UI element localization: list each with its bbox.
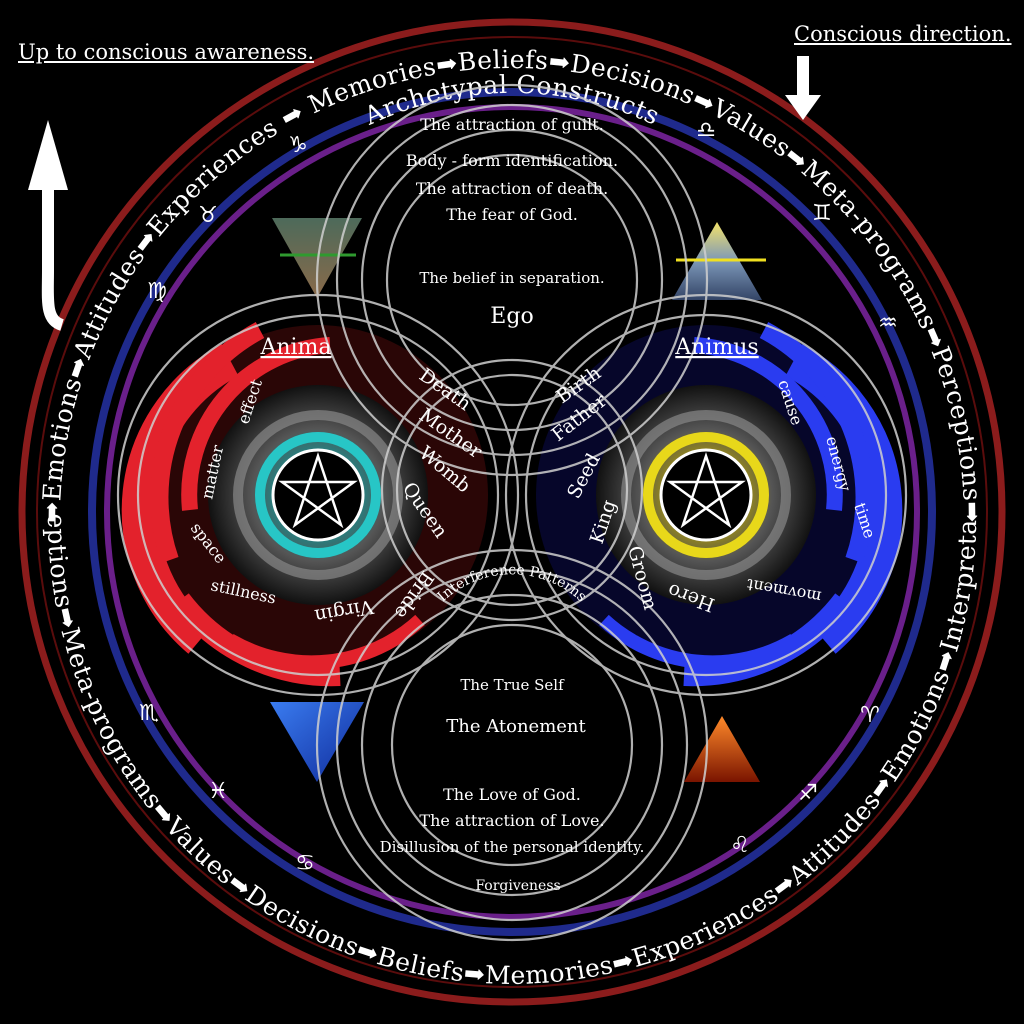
atonement-line: Disillusion of the personal identity. bbox=[380, 838, 645, 856]
zodiac-glyph: ♌ bbox=[730, 833, 750, 858]
zodiac-glyph: ♈ bbox=[860, 703, 880, 728]
zodiac-glyph: ♍ bbox=[147, 279, 167, 304]
outer-red-ring bbox=[18, 18, 1006, 1006]
ego-line: The attraction of guilt. bbox=[420, 115, 604, 134]
atonement-line: The attraction of Love. bbox=[419, 811, 604, 830]
zodiac-glyph: ♓ bbox=[208, 779, 228, 804]
zodiac-glyphs: ♍ ♉ ♑ ♒ ♊ ♓ ♏ ♋ ♌ ♐ ♈ ♎ bbox=[139, 118, 898, 876]
atonement-title: The Atonement bbox=[446, 716, 586, 737]
zodiac-glyph: ♏ bbox=[139, 701, 159, 726]
anima-title: Anima bbox=[259, 335, 331, 360]
ego-line: The fear of God. bbox=[446, 205, 578, 224]
animus-title: Animus bbox=[674, 335, 758, 360]
forgiveness-label: Forgiveness bbox=[475, 878, 560, 894]
zodiac-glyph: ♊ bbox=[812, 201, 832, 226]
zodiac-glyph: ♒ bbox=[878, 311, 898, 336]
conscious-direction-label: Conscious direction. bbox=[794, 22, 1012, 46]
zodiac-glyph: ♑ bbox=[288, 133, 308, 158]
pentagram-icon bbox=[666, 452, 746, 529]
up-arrow-icon bbox=[28, 120, 68, 331]
fire-triangle-icon bbox=[684, 716, 760, 782]
zodiac-glyph: ♎ bbox=[696, 118, 716, 143]
anima-spiral bbox=[121, 322, 488, 687]
ego-line: Body - form identification. bbox=[406, 151, 618, 170]
down-arrow-icon bbox=[785, 56, 821, 120]
zodiac-glyph: ♐ bbox=[798, 781, 818, 806]
zodiac-glyph: ♉ bbox=[198, 203, 218, 228]
atonement-section: The True Self The Atonement The Love of … bbox=[380, 676, 645, 894]
true-self-label: The True Self bbox=[460, 676, 565, 694]
pentagram-icon bbox=[278, 452, 358, 529]
atonement-line: The Love of God. bbox=[443, 785, 581, 804]
ego-belief: The belief in separation. bbox=[419, 269, 604, 287]
interlocking-circles bbox=[116, 83, 908, 942]
air-triangle-icon bbox=[672, 222, 766, 300]
up-awareness-label: Up to conscious awareness. bbox=[18, 40, 315, 64]
outer-red-ring-inner bbox=[36, 36, 988, 988]
animus-spiral bbox=[536, 322, 903, 687]
purple-ring bbox=[104, 104, 920, 920]
ego-title: Ego bbox=[490, 304, 533, 329]
ego-section: The attraction of guilt. Body - form ide… bbox=[406, 115, 618, 329]
zodiac-glyph: ♋ bbox=[295, 851, 315, 876]
blue-ring bbox=[88, 88, 936, 936]
ego-line: The attraction of death. bbox=[416, 179, 608, 198]
